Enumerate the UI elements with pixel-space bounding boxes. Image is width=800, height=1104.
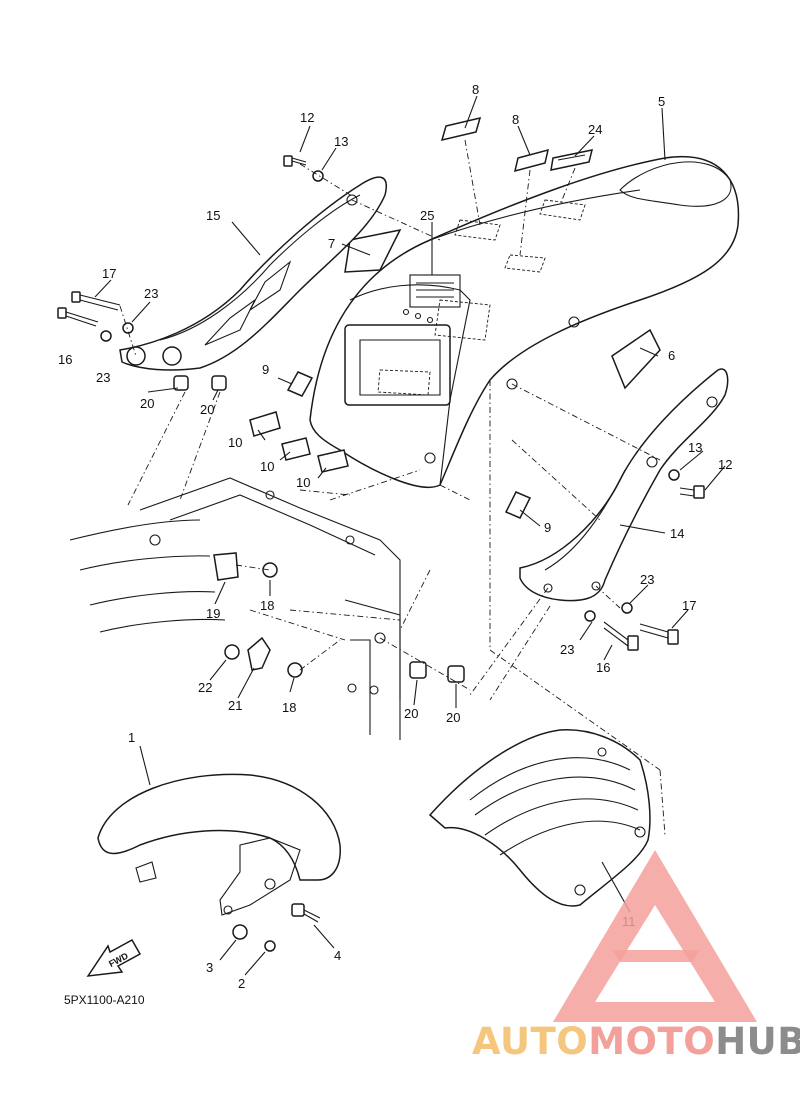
callout-23d: 23 bbox=[560, 642, 574, 657]
callout-21: 21 bbox=[228, 698, 242, 713]
frame-section bbox=[69, 477, 401, 740]
inner-fender bbox=[428, 729, 651, 907]
callout-4: 4 bbox=[334, 948, 341, 963]
callout-12a: 12 bbox=[300, 110, 314, 125]
diagram-code: 5PX1100-A210 bbox=[64, 993, 145, 1007]
callout-1: 1 bbox=[128, 730, 135, 745]
front-fender bbox=[97, 773, 341, 952]
bolts bbox=[57, 155, 705, 683]
rubber-pieces bbox=[286, 371, 532, 519]
callout-20a: 20 bbox=[140, 396, 154, 411]
callout-9b: 9 bbox=[544, 520, 551, 535]
callout-18b: 18 bbox=[282, 700, 296, 715]
callout-16b: 16 bbox=[596, 660, 610, 675]
callout-8b: 8 bbox=[512, 112, 519, 127]
callout-20b: 20 bbox=[200, 402, 214, 417]
callout-10c: 10 bbox=[296, 475, 310, 490]
assembly-lines bbox=[119, 139, 666, 836]
grab-bar-left bbox=[119, 176, 387, 371]
logo-text-moto: MOTO bbox=[588, 1020, 715, 1063]
callout-3: 3 bbox=[206, 960, 213, 975]
fwd-arrow-icon bbox=[86, 938, 142, 977]
callout-14: 14 bbox=[670, 526, 684, 541]
callout-6: 6 bbox=[668, 348, 675, 363]
callout-13b: 13 bbox=[688, 440, 702, 455]
callout-5: 5 bbox=[658, 94, 665, 109]
callout-20d: 20 bbox=[446, 710, 460, 725]
damper-pads bbox=[249, 411, 349, 473]
decals bbox=[344, 116, 661, 390]
logo-text-hub: HUB bbox=[715, 1020, 800, 1063]
callout-24: 24 bbox=[588, 122, 602, 137]
callout-10a: 10 bbox=[228, 435, 242, 450]
logo-text-auto: AUTO bbox=[472, 1020, 588, 1063]
callout-22: 22 bbox=[198, 680, 212, 695]
callout-20c: 20 bbox=[404, 706, 418, 721]
callout-23a: 23 bbox=[144, 286, 158, 301]
callout-13a: 13 bbox=[334, 134, 348, 149]
callout-18a: 18 bbox=[260, 598, 274, 613]
callout-17b: 17 bbox=[682, 598, 696, 613]
callout-2: 2 bbox=[238, 976, 245, 991]
callout-23c: 23 bbox=[640, 572, 654, 587]
callout-8a: 8 bbox=[472, 82, 479, 97]
callout-12b: 12 bbox=[718, 457, 732, 472]
callout-17a: 17 bbox=[102, 266, 116, 281]
callout-labels: 1 2 3 4 5 6 7 8 8 9 9 10 10 10 11 12 12 … bbox=[58, 82, 732, 1007]
grab-bar-right bbox=[519, 368, 729, 602]
automotohub-logo: AUTOMOTOHUB bbox=[472, 850, 800, 1063]
rear-fender bbox=[309, 156, 740, 488]
logo-triangle-icon bbox=[553, 850, 757, 1022]
callout-15: 15 bbox=[206, 208, 220, 223]
callout-19: 19 bbox=[206, 606, 220, 621]
logo-text: AUTOMOTOHUB bbox=[472, 1020, 800, 1063]
callout-23b: 23 bbox=[96, 370, 110, 385]
callout-25: 25 bbox=[420, 208, 434, 223]
callout-16a: 16 bbox=[58, 352, 72, 367]
callout-7: 7 bbox=[328, 236, 335, 251]
callout-10b: 10 bbox=[260, 459, 274, 474]
callout-9a: 9 bbox=[262, 362, 269, 377]
